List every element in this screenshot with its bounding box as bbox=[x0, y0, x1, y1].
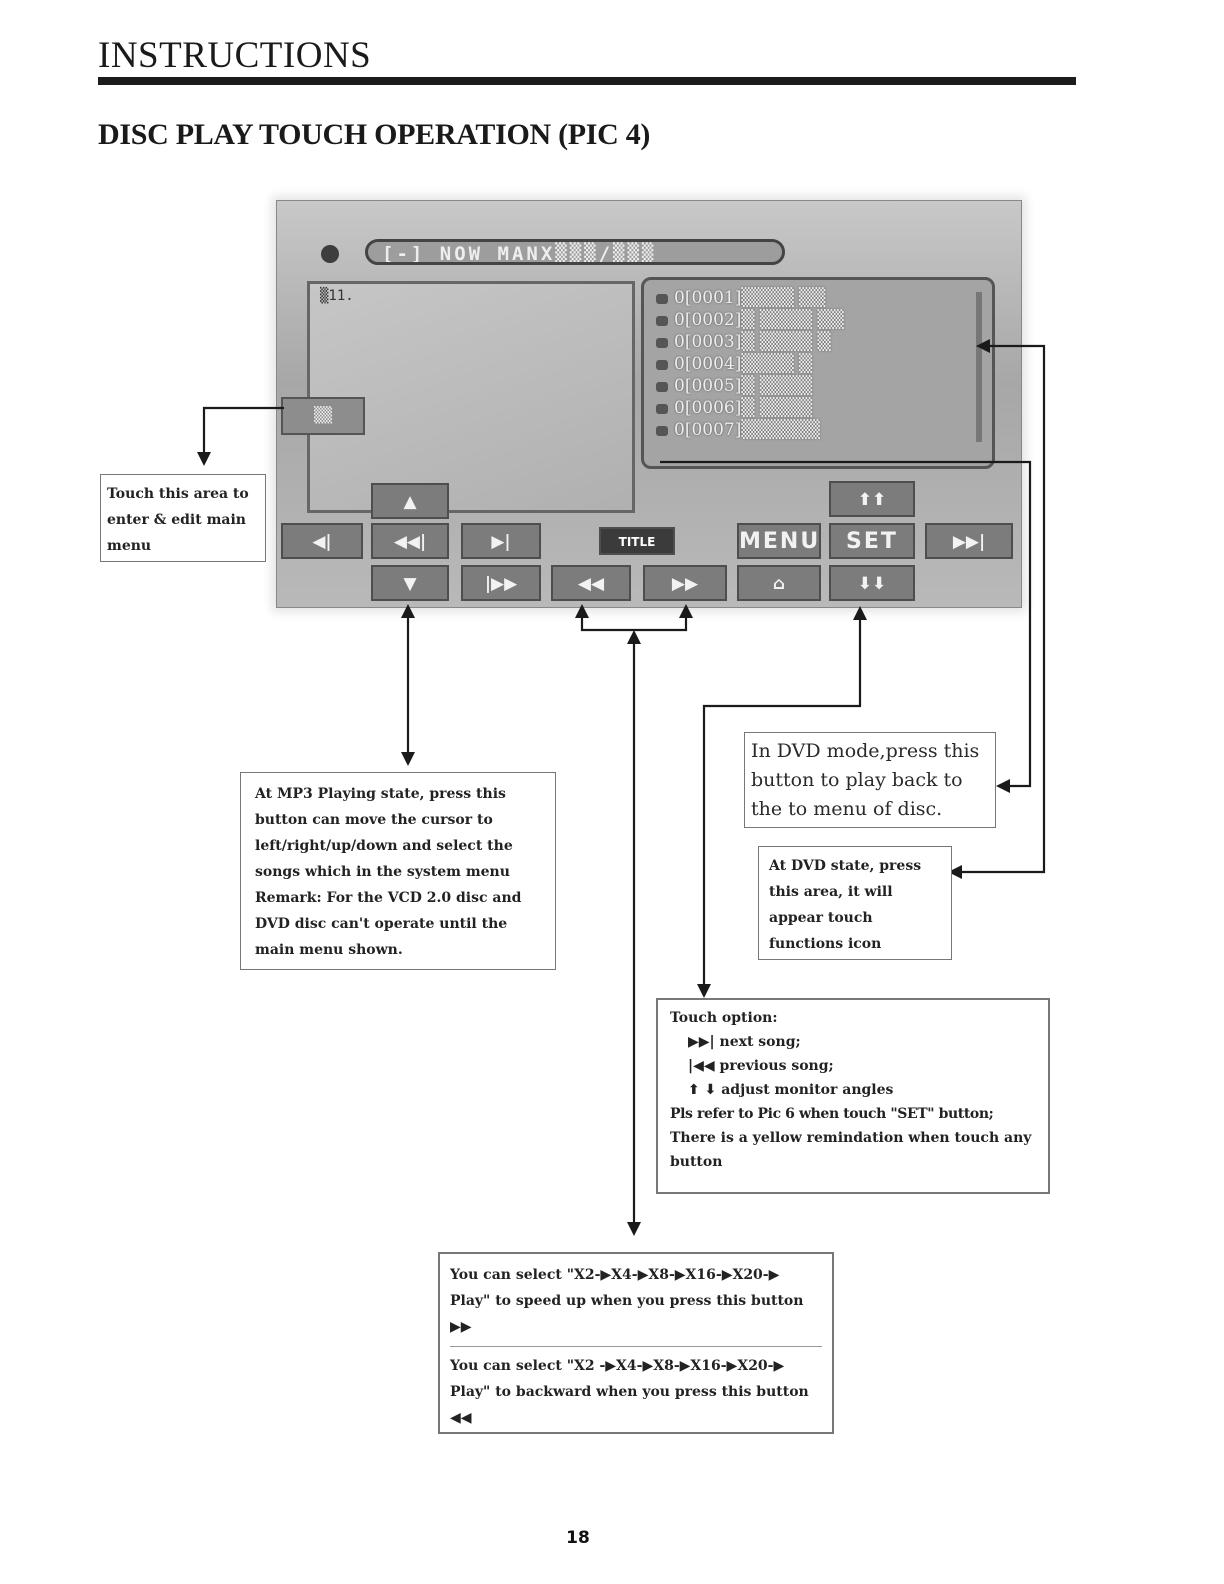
play-button[interactable]: ▶| bbox=[461, 523, 541, 559]
set-button[interactable]: SET bbox=[829, 523, 915, 559]
list-bullet-icon bbox=[656, 404, 668, 414]
page-number: 18 bbox=[566, 1528, 590, 1548]
playlist-item[interactable]: 0[0006]▒ ▒▒▒▒ bbox=[674, 398, 813, 418]
callout-mp3-text: At MP3 Playing state, press this button … bbox=[255, 786, 522, 958]
title-button[interactable]: TITLE bbox=[599, 527, 675, 555]
list-bullet-icon bbox=[656, 294, 668, 304]
playlist-item[interactable]: 0[0005]▒ ▒▒▒▒ bbox=[674, 376, 813, 396]
angle-arrows-icon: ⬆ ⬇ bbox=[688, 1082, 717, 1098]
list-bullet-icon bbox=[656, 338, 668, 348]
list-bullet-icon bbox=[656, 382, 668, 392]
callout-main-menu: Touch this area to enter & edit main men… bbox=[100, 474, 266, 562]
list-bullet-icon bbox=[656, 316, 668, 326]
up-button[interactable]: ▲ bbox=[371, 483, 449, 519]
callout-mp3-cursor: At MP3 Playing state, press this button … bbox=[240, 772, 556, 970]
callout-dvd-state: At DVD state, press this area, it will a… bbox=[758, 846, 952, 960]
playlist-scrollbar[interactable] bbox=[976, 292, 982, 442]
angle-down-button[interactable]: ⬇⬇ bbox=[829, 565, 915, 601]
previous-song-icon: |◀◀ bbox=[688, 1058, 715, 1074]
playlist-item[interactable]: 0[0004]▒▒▒▒ ▒ bbox=[674, 354, 813, 374]
playlist-panel[interactable]: 0[0001]▒▒▒▒ ▒▒ 0[0002]▒ ▒▒▒▒ ▒▒ 0[0003]▒… bbox=[641, 277, 995, 469]
callout-touch-option: Touch option: ▶▶| next song; |◀◀ previou… bbox=[656, 998, 1050, 1194]
forward-speed-text: You can select "X2-▶X4-▶X8-▶X16-▶X20-▶ P… bbox=[450, 1267, 804, 1309]
callout-dvd-state-text: At DVD state, press this area, it will a… bbox=[769, 858, 922, 952]
list-bullet-icon bbox=[656, 426, 668, 436]
main-menu-button[interactable]: ▒▒ bbox=[281, 397, 365, 435]
heading-rule bbox=[98, 77, 1076, 85]
rewind-icon: ◀◀ bbox=[450, 1410, 472, 1426]
callout-dvd-title-text: In DVD mode,press this button to play ba… bbox=[751, 740, 980, 820]
down-button[interactable]: ▼ bbox=[371, 565, 449, 601]
next-song-icon: ▶▶| bbox=[688, 1034, 715, 1050]
fast-forward-button[interactable]: ▶▶ bbox=[643, 565, 727, 601]
touch-option-heading: Touch option: bbox=[670, 1010, 778, 1026]
screen-title-bar: [-] NOW MANX▒▒▒/▒▒▒ bbox=[365, 239, 785, 265]
set-note-text: Pls refer to Pic 6 when touch "SET" butt… bbox=[670, 1106, 994, 1122]
home-button[interactable]: ⌂ bbox=[737, 565, 821, 601]
title-bar-dot-icon bbox=[321, 245, 339, 263]
left-button[interactable]: ◀| bbox=[281, 523, 363, 559]
callout-main-menu-text: Touch this area to enter & edit main men… bbox=[107, 486, 249, 554]
backward-speed-text: You can select "X2 -▶X4-▶X8-▶X16-▶X20-▶ … bbox=[450, 1358, 809, 1400]
next-track-button[interactable]: |▶▶ bbox=[461, 565, 541, 601]
adjust-angles-text: adjust monitor angles bbox=[721, 1082, 894, 1098]
section-heading: INSTRUCTIONS bbox=[98, 35, 372, 76]
callout-dvd-title-menu: In DVD mode,press this button to play ba… bbox=[744, 732, 996, 828]
playlist-item[interactable]: 0[0007]▒▒▒▒▒▒ bbox=[674, 420, 820, 440]
touch-screen-screenshot: [-] NOW MANX▒▒▒/▒▒▒ ▒11. ▒▒ 0[0001]▒▒▒▒ … bbox=[276, 200, 1022, 608]
next-end-button[interactable]: ▶▶| bbox=[925, 523, 1013, 559]
video-tag: ▒11. bbox=[320, 288, 354, 304]
list-bullet-icon bbox=[656, 360, 668, 370]
page-title: DISC PLAY TOUCH OPERATION (PIC 4) bbox=[98, 118, 651, 151]
playlist-item[interactable]: 0[0002]▒ ▒▒▒▒ ▒▒ bbox=[674, 310, 844, 330]
rewind-button[interactable]: ◀◀ bbox=[551, 565, 631, 601]
angle-up-button[interactable]: ⬆⬆ bbox=[829, 481, 915, 517]
playlist-item[interactable]: 0[0003]▒ ▒▒▒▒ ▒ bbox=[674, 332, 831, 352]
callout-speed: You can select "X2-▶X4-▶X8-▶X16-▶X20-▶ P… bbox=[438, 1252, 834, 1434]
previous-song-text: previous song; bbox=[719, 1058, 834, 1074]
yellow-note-text: There is a yellow remindation when touch… bbox=[670, 1130, 1032, 1170]
fast-forward-icon: ▶▶ bbox=[450, 1319, 472, 1335]
playlist-item[interactable]: 0[0001]▒▒▒▒ ▒▒ bbox=[674, 288, 826, 308]
next-song-text: next song; bbox=[719, 1034, 801, 1050]
menu-button[interactable]: MENU bbox=[737, 523, 821, 559]
prev-track-button[interactable]: ◀◀| bbox=[371, 523, 449, 559]
